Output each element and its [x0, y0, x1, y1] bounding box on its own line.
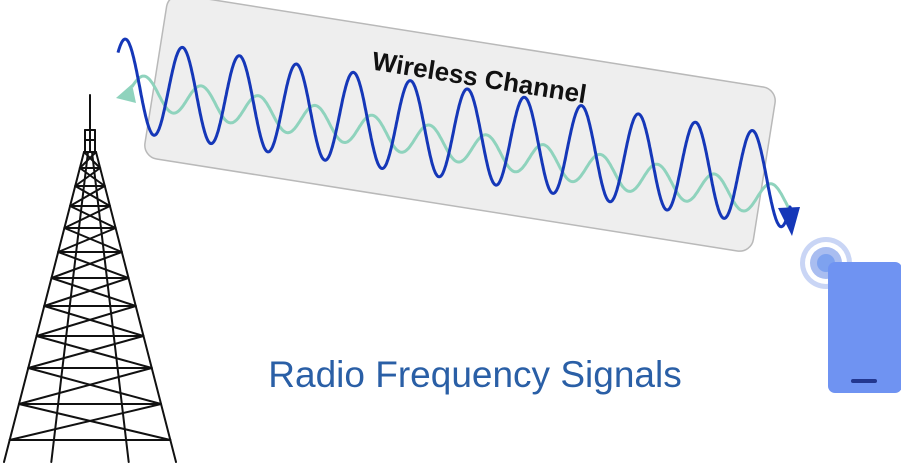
weak-wave-arrowhead [116, 84, 136, 103]
tower-strut [35, 305, 137, 337]
strong-wave-arrowhead [778, 207, 800, 236]
tower-strut [74, 185, 111, 207]
tower-strut [35, 335, 153, 369]
tower-strut [69, 185, 106, 207]
tower-strut [3, 151, 85, 463]
tower-strut [43, 305, 145, 337]
channel-box [144, 0, 776, 252]
weak-signal-wave [130, 74, 792, 213]
diagram-caption: Radio Frequency Signals [268, 354, 681, 395]
tower-strut [50, 251, 123, 279]
radio-tower-icon [3, 94, 177, 463]
smartphone-icon [828, 262, 901, 393]
tower-strut [78, 151, 97, 169]
tower-strut [8, 403, 163, 441]
tower-strut [78, 167, 106, 187]
tower-strut [50, 277, 137, 307]
strong-signal-wave [116, 37, 794, 229]
tower-strut [69, 205, 117, 229]
tower-strut [57, 227, 117, 253]
tower-strut [63, 205, 111, 229]
phone-body [828, 262, 901, 393]
tower-strut [43, 277, 130, 307]
phone-home-bar [851, 379, 877, 383]
tower-strut [74, 167, 102, 187]
tower-strut [17, 367, 153, 405]
tower-strut [17, 403, 172, 441]
tower-strut [95, 151, 177, 463]
tower-strut [57, 251, 130, 279]
tower-strut [27, 367, 163, 405]
tower-strut [83, 151, 102, 169]
tower-strut [63, 227, 123, 253]
tower-strut [27, 335, 145, 369]
channel-group: Wireless Channel [144, 0, 776, 252]
